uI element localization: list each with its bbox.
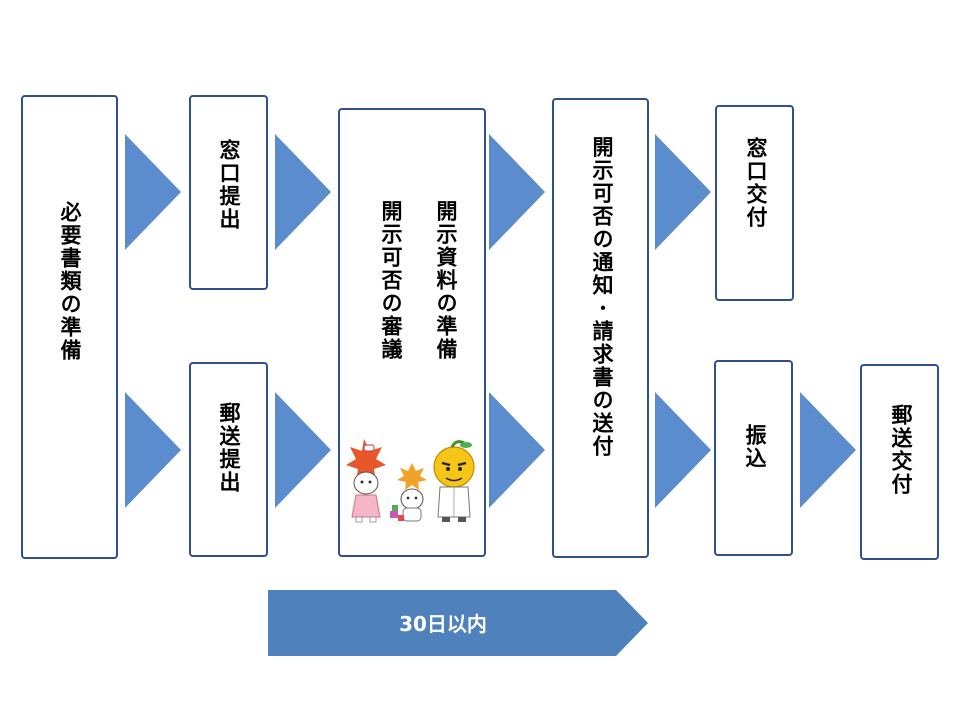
step-review-line2: 開示可否の審議	[379, 200, 403, 361]
step-mail-delivery: 郵送交付	[889, 404, 913, 496]
arrow-to-window-submission	[125, 134, 181, 250]
duration-label: 30日以内	[399, 611, 487, 636]
mascots-icon	[346, 439, 475, 523]
step-bank-transfer: 振込	[743, 424, 767, 470]
box-window-delivery: 窓口交付	[715, 105, 794, 301]
arrow-to-bank-transfer	[655, 392, 711, 508]
arrow-mail-to-review	[275, 392, 331, 508]
arrow-to-window-delivery	[655, 134, 711, 250]
box-window-submission: 窓口提出	[189, 95, 268, 290]
step-window-delivery: 窓口交付	[744, 137, 768, 229]
step-prepare-documents: 必要書類の準備	[58, 201, 82, 362]
box-mail-submission: 郵送提出	[189, 362, 268, 557]
box-bank-transfer: 振込	[714, 360, 793, 556]
box-notification: 開示可否の通知･請求書の送付	[552, 98, 649, 558]
step-review-line1: 開示資料の準備	[434, 200, 458, 361]
box-prepare-documents: 必要書類の準備	[21, 95, 118, 559]
step-notification: 開示可否の通知･請求書の送付	[590, 136, 614, 458]
arrow-window-to-review	[275, 134, 331, 250]
duration-arrow-bar	[268, 590, 648, 656]
step-mail-submission: 郵送提出	[217, 402, 241, 494]
box-mail-delivery: 郵送交付	[860, 364, 939, 560]
arrow-to-mail-submission	[125, 392, 181, 508]
arrow-review-to-notification-top	[489, 134, 545, 250]
arrow-review-to-notification-bottom	[489, 392, 545, 508]
step-window-submission: 窓口提出	[217, 139, 241, 231]
arrow-to-mail-delivery	[800, 392, 856, 508]
